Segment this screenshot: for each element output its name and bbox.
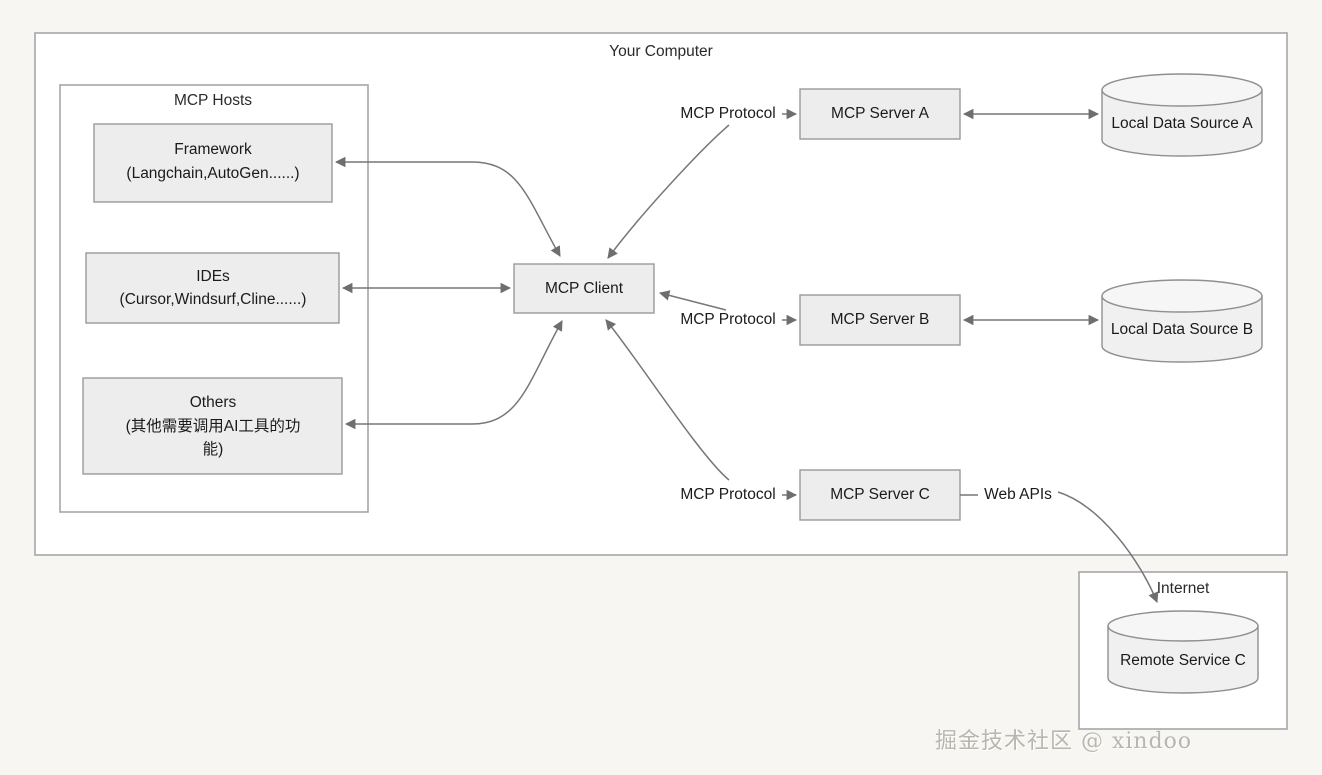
mcp-client-label: MCP Client: [545, 280, 624, 297]
mcp-server-a-label: MCP Server A: [831, 105, 930, 122]
others-label-line1: Others: [190, 394, 237, 411]
remote-service-c-label: Remote Service C: [1120, 652, 1246, 669]
mcp-server-b-label: MCP Server B: [831, 311, 930, 328]
local-data-source-a-label: Local Data Source A: [1111, 115, 1253, 132]
host-node-framework[interactable]: Framework (Langchain,AutoGen......): [93, 123, 333, 203]
remote-service-c-cylinder[interactable]: Remote Service C: [1107, 610, 1259, 694]
mcp-protocol-label-b: MCP Protocol: [680, 311, 775, 328]
others-label-line2: (其他需要调用AI工具的功: [126, 417, 301, 435]
mcp-protocol-label-a: MCP Protocol: [680, 105, 775, 122]
edge-client-server-c: [605, 319, 730, 481]
host-node-ides[interactable]: IDEs (Cursor,Windsurf,Cline......): [85, 252, 340, 324]
mcp-client-node[interactable]: MCP Client: [513, 263, 655, 314]
framework-label-line2: (Langchain,AutoGen......): [126, 165, 299, 182]
mcp-hosts-title: MCP Hosts: [174, 92, 252, 109]
framework-label-line1: Framework: [174, 141, 252, 158]
ides-label-line2: (Cursor,Windsurf,Cline......): [120, 291, 307, 308]
mcp-server-b-node[interactable]: MCP Server B: [799, 294, 961, 346]
web-apis-label: Web APIs: [984, 486, 1052, 503]
local-data-source-b-label: Local Data Source B: [1111, 321, 1253, 338]
others-label-line3: 能): [203, 440, 224, 458]
edge-framework-client: [334, 156, 561, 257]
edge-others-client: [344, 320, 563, 430]
host-node-others[interactable]: Others (其他需要调用AI工具的功 能): [82, 377, 343, 475]
mcp-server-c-node[interactable]: MCP Server C: [799, 469, 961, 521]
edge-client-server-a: [607, 124, 730, 259]
watermark: 掘金技术社区 @ xindoo: [935, 729, 1193, 754]
mcp-protocol-label-c: MCP Protocol: [680, 486, 775, 503]
your-computer-title: Your Computer: [609, 43, 713, 60]
edge-client-server-b: [658, 290, 727, 311]
local-data-source-a-cylinder[interactable]: Local Data Source A: [1101, 73, 1263, 157]
edge-web-apis-remote-c: [1057, 491, 1159, 603]
ides-label-line1: IDEs: [196, 268, 230, 285]
mcp-server-c-label: MCP Server C: [830, 486, 930, 503]
mcp-server-a-node[interactable]: MCP Server A: [799, 88, 961, 140]
local-data-source-b-cylinder[interactable]: Local Data Source B: [1101, 279, 1263, 363]
internet-title: Internet: [1157, 580, 1210, 597]
